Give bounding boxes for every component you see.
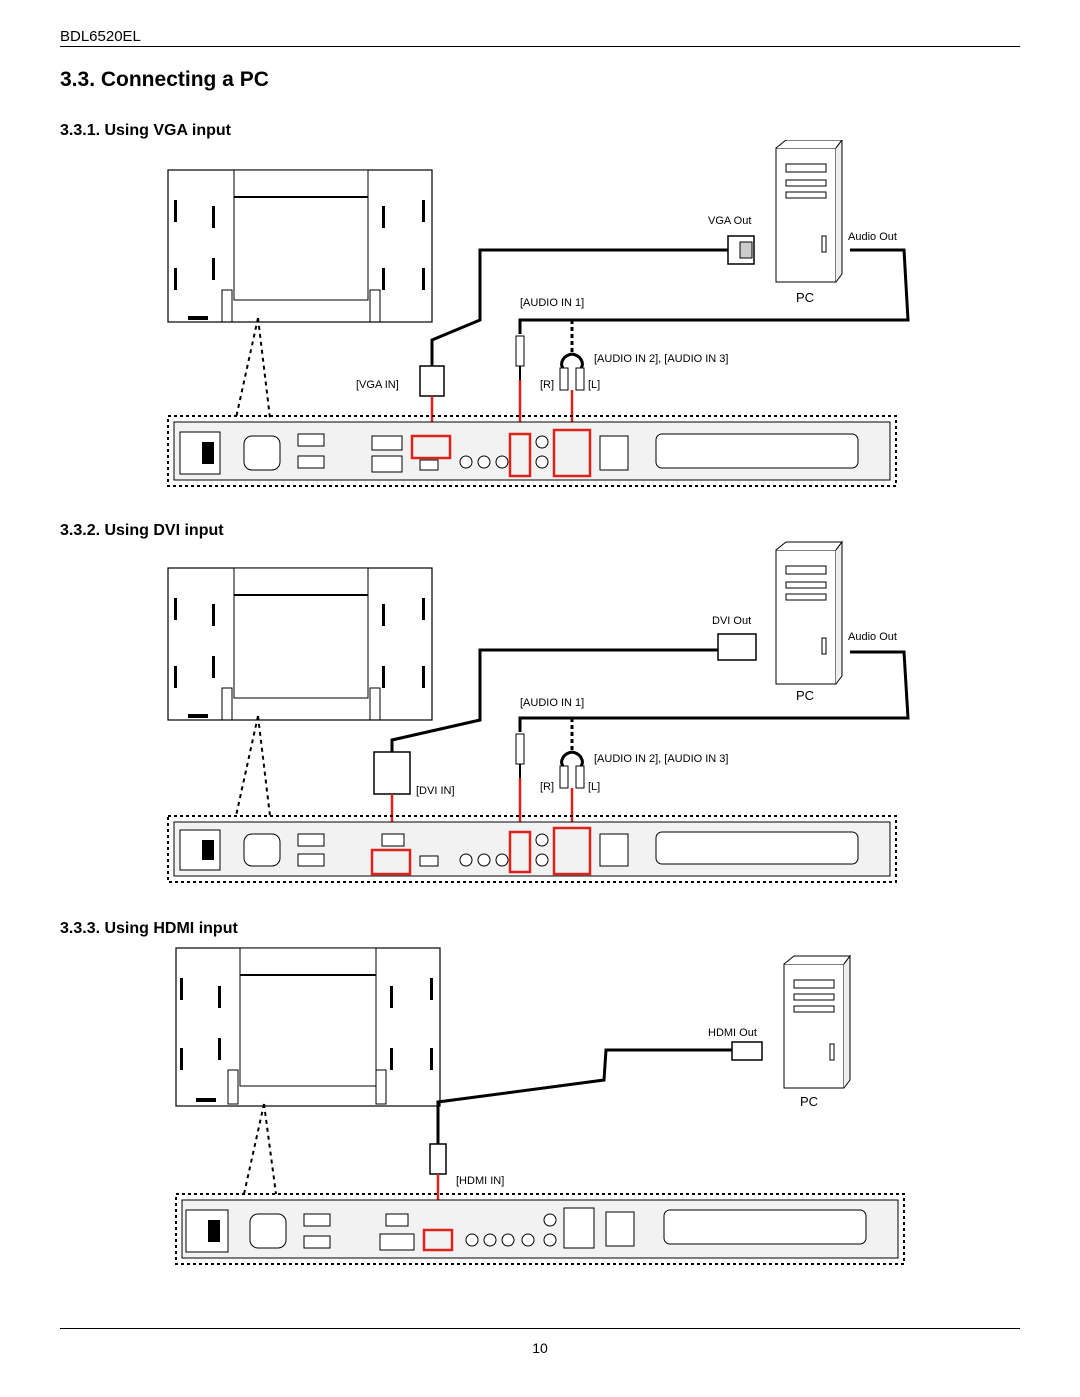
audio-in1-port-highlight bbox=[508, 830, 532, 874]
audio-in23-port-highlight bbox=[552, 428, 592, 478]
dvi-in-port-highlight bbox=[370, 848, 412, 876]
l-label: [L] bbox=[588, 379, 600, 391]
pc-label: PC bbox=[796, 290, 814, 305]
audio-out-label: Audio Out bbox=[848, 231, 897, 243]
audio-in23-port-highlight bbox=[552, 826, 592, 876]
audio-in23-label: [AUDIO IN 2], [AUDIO IN 3] bbox=[594, 353, 728, 365]
rca-plug-l-icon bbox=[575, 367, 585, 391]
subsection-title-hdmi: 3.3.3. Using HDMI input bbox=[60, 920, 238, 937]
io-panel bbox=[175, 1193, 905, 1265]
subsection-title-dvi: 3.3.2. Using DVI input bbox=[60, 522, 224, 539]
dvi-connection-diagram: PC DVI Out Audio Out [AUDIO IN 1] [AUDIO… bbox=[167, 540, 910, 883]
hdmi-plug-pc-icon bbox=[731, 1041, 763, 1061]
pc-tower bbox=[775, 540, 843, 685]
subsection-title-vga: 3.3.1. Using VGA input bbox=[60, 122, 231, 139]
hdmi-in-label: [HDMI IN] bbox=[456, 1175, 504, 1187]
pc-label: PC bbox=[800, 1094, 818, 1109]
vga-in-port-highlight bbox=[410, 434, 452, 460]
l-label: [L] bbox=[588, 781, 600, 793]
audio-in1-label: [AUDIO IN 1] bbox=[520, 697, 584, 709]
vga-plug-monitor-icon bbox=[419, 365, 445, 397]
hdmi-connection-diagram: PC HDMI Out [HDMI IN] bbox=[175, 947, 905, 1265]
pc-tower bbox=[783, 954, 851, 1089]
dvi-plug-monitor-icon bbox=[373, 751, 411, 795]
vga-connection-diagram: PC VGA Out Audio Out [AUDIO IN 1] [AUDIO… bbox=[167, 140, 910, 487]
rca-plug-r-icon bbox=[559, 765, 569, 789]
r-label: [R] bbox=[540, 781, 554, 793]
page-number: 10 bbox=[532, 1340, 548, 1356]
io-panel bbox=[167, 815, 897, 883]
audio-out-label: Audio Out bbox=[848, 631, 897, 643]
dvi-out-label: DVI Out bbox=[712, 615, 751, 627]
model-header: BDL6520EL bbox=[60, 28, 141, 45]
audio-in1-port-highlight bbox=[508, 432, 532, 478]
section-title: 3.3. Connecting a PC bbox=[60, 68, 269, 91]
hdmi-plug-monitor-icon bbox=[429, 1143, 447, 1175]
monitor-rear-view bbox=[175, 947, 441, 1107]
monitor-rear-view bbox=[167, 169, 433, 323]
monitor-rear-view bbox=[167, 567, 433, 721]
hdmi-in-port-highlight bbox=[422, 1228, 454, 1252]
io-panel bbox=[167, 415, 897, 487]
r-label: [R] bbox=[540, 379, 554, 391]
hdmi-out-label: HDMI Out bbox=[708, 1027, 757, 1039]
rca-plug-l-icon bbox=[575, 765, 585, 789]
pc-label: PC bbox=[796, 688, 814, 703]
pc-tower bbox=[775, 140, 843, 283]
vga-out-label: VGA Out bbox=[708, 215, 751, 227]
audio-in1-label: [AUDIO IN 1] bbox=[520, 297, 584, 309]
audio-plug-icon bbox=[515, 335, 525, 367]
header-rule bbox=[60, 46, 1020, 47]
dvi-in-label: [DVI IN] bbox=[416, 785, 455, 797]
footer-rule bbox=[60, 1328, 1020, 1329]
vga-in-label: [VGA IN] bbox=[356, 379, 399, 391]
dvi-plug-pc-icon bbox=[717, 633, 757, 661]
audio-in23-label: [AUDIO IN 2], [AUDIO IN 3] bbox=[594, 753, 728, 765]
audio-plug-icon bbox=[515, 733, 525, 765]
rca-plug-r-icon bbox=[559, 367, 569, 391]
